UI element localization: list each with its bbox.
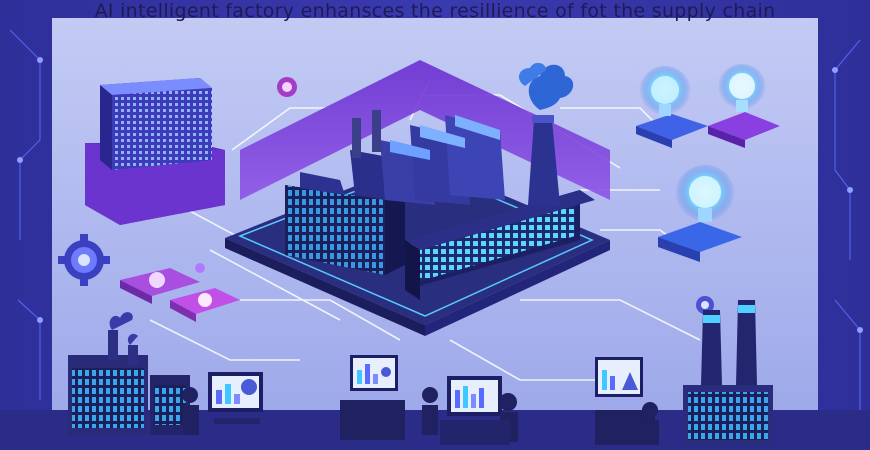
lightbulb-idea-icon <box>658 165 742 262</box>
chip-icon <box>120 263 240 322</box>
worker-at-computer-icon <box>595 357 659 445</box>
worker-at-computer-icon <box>440 376 518 445</box>
lightbulb-idea-icon <box>708 64 780 148</box>
worker-at-computer-icon <box>340 355 438 440</box>
page-title: AI intelligent factory enhansces the res… <box>94 0 776 22</box>
smokestack-icon <box>518 62 574 205</box>
lightbulb-idea-icon <box>636 66 708 148</box>
worker-at-computer-icon <box>182 372 263 435</box>
gear-icon <box>277 77 297 97</box>
factory-icon <box>68 312 190 435</box>
ai-server-cube-icon <box>85 78 225 225</box>
gear-icon <box>58 234 110 286</box>
factory-icon <box>683 300 773 445</box>
gear-icon <box>696 296 714 314</box>
